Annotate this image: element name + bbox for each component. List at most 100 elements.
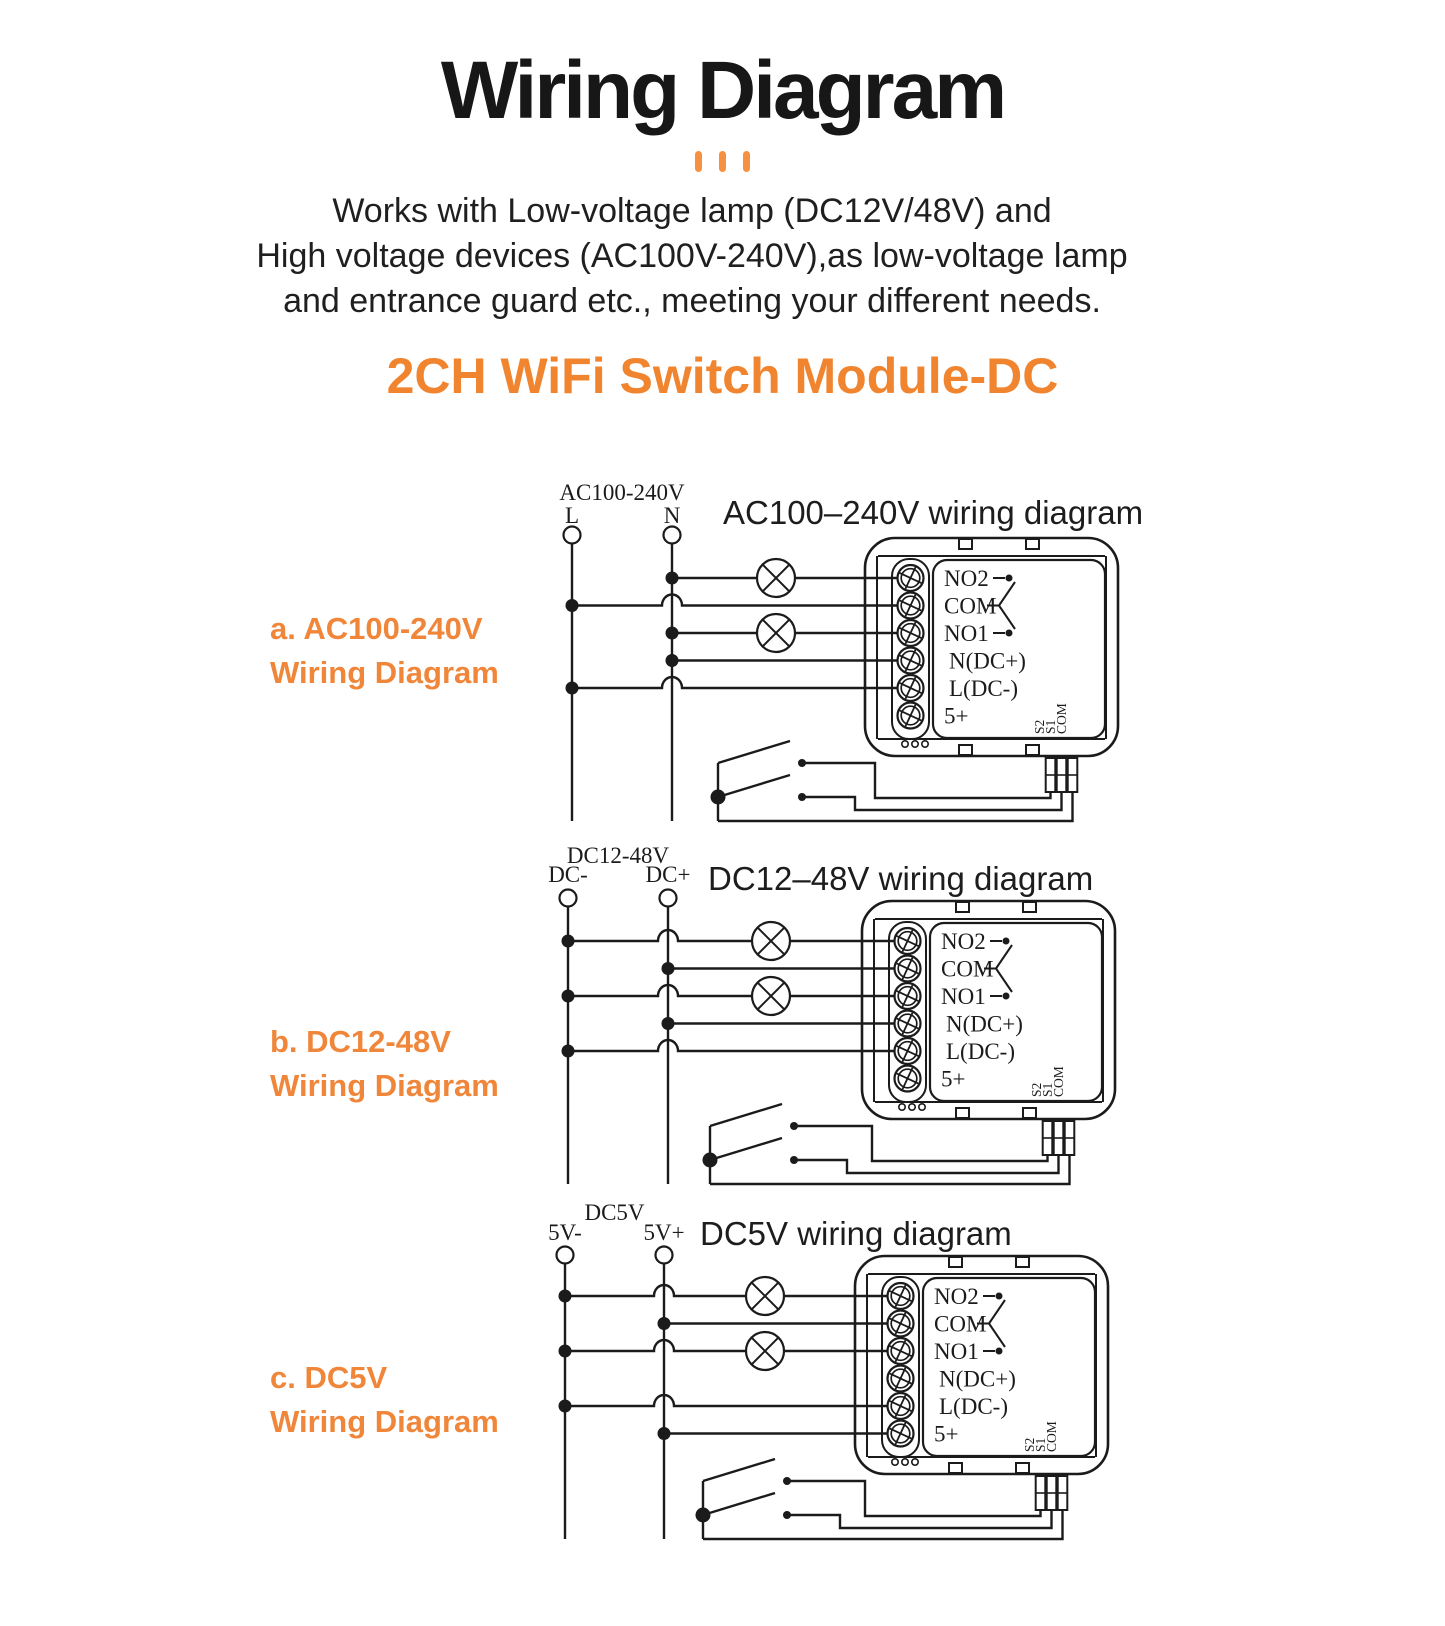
screw-inner <box>900 622 921 644</box>
terminal-label-2: NO1 <box>944 621 989 646</box>
source-junction-dot <box>661 962 675 975</box>
lamp-icon <box>755 612 797 654</box>
diagram-a: NO2COMNO1N(DC+)L(DC-)5+S2S1COMAC100-240V… <box>559 480 1143 823</box>
relay-contact-dot <box>1002 992 1010 1000</box>
signal-pin-label-1: S1 <box>1040 1083 1055 1097</box>
section-label-c: c. DC5V Wiring Diagram <box>270 1356 499 1444</box>
screw-inner <box>890 1395 911 1417</box>
screw-inner <box>900 650 921 671</box>
s1-wire <box>794 1155 1060 1175</box>
terminal-screw <box>886 1364 915 1393</box>
description-line: Works with Low-voltage lamp (DC12V/48V) … <box>332 192 1052 230</box>
row-wire-with-hop <box>572 593 911 607</box>
signal-pin-label-0: S2 <box>1032 720 1047 734</box>
vent-hole <box>890 1458 899 1467</box>
label-panel <box>931 558 1107 740</box>
lamp-cross <box>756 926 786 956</box>
source-junction-dot <box>665 571 679 585</box>
terminal-label-5: 5+ <box>944 704 968 729</box>
mounting-tab <box>1015 1462 1030 1474</box>
mounting-tab <box>948 1256 963 1268</box>
lamp-icon <box>744 1330 786 1372</box>
source-junction-dot <box>558 1289 572 1303</box>
product-subtitle: 2CH WiFi Switch Module-DC <box>386 348 1059 404</box>
lamp-cross <box>761 618 791 648</box>
connection-L-to-L(DC-) <box>565 675 911 695</box>
neg-supply-terminal <box>555 1245 575 1265</box>
terminal-screw <box>896 618 925 648</box>
terminal-screw <box>896 591 925 620</box>
vent-hole <box>917 1103 926 1112</box>
mounting-tab <box>948 1462 963 1474</box>
section-label-b: b. DC12-48V Wiring Diagram <box>270 1020 499 1108</box>
terminal-label-0: NO2 <box>944 566 989 591</box>
terminal-screw <box>896 673 925 703</box>
connection-5V+-to-COM <box>657 1317 901 1330</box>
source-junction-dot <box>565 599 579 612</box>
com-wire <box>718 792 1074 823</box>
label-panel <box>921 1276 1097 1458</box>
neg-supply-terminal <box>558 888 578 908</box>
signal-pin-label-1: S1 <box>1043 720 1058 734</box>
relay-arm <box>995 967 1013 993</box>
row-wire-with-hop <box>568 1038 908 1053</box>
supply-voltage-label: AC100-240V <box>559 480 685 505</box>
com-wire <box>710 1155 1071 1186</box>
source-junction-dot <box>657 1427 671 1440</box>
lamp-cross <box>761 563 791 593</box>
connection-N-to-NO2 <box>665 557 911 599</box>
screw-slot <box>901 984 914 1008</box>
signal-pin-label-2: COM <box>1044 1421 1059 1452</box>
screw-slot <box>904 566 917 590</box>
relay-symbol <box>977 1292 1006 1355</box>
pos-terminal-label: N <box>664 503 681 528</box>
screw-inner <box>897 985 918 1007</box>
connection-5V--to-NO2 <box>558 1275 901 1317</box>
mounting-tab <box>1015 1256 1030 1268</box>
signal-pin-label-2: COM <box>1051 1066 1066 1097</box>
source-junction-dot <box>657 1317 671 1330</box>
row-wire-with-hop <box>565 1393 901 1408</box>
terminal-label-0: NO2 <box>941 929 986 954</box>
terminal-screw <box>893 1009 922 1038</box>
terminal-screw <box>893 954 922 983</box>
neg-terminal-label: 5V- <box>548 1220 582 1245</box>
terminal-label-5: 5+ <box>934 1422 958 1447</box>
screw-inner <box>890 1313 911 1334</box>
lamp-cross <box>756 981 786 1011</box>
relay-contact-dot <box>995 1347 1003 1355</box>
screw-slot <box>904 676 917 700</box>
row-wire-with-hop <box>572 675 911 690</box>
terminal-screw <box>886 1391 915 1421</box>
source-junction-dot <box>561 934 575 948</box>
screw-inner <box>890 1285 911 1307</box>
section-label-b-line1: b. DC12-48V <box>270 1024 451 1059</box>
supply-voltage-label: DC5V <box>584 1200 644 1225</box>
mounting-tab <box>1025 744 1040 756</box>
terminal-label-2: NO1 <box>941 984 986 1009</box>
mounting-tab <box>1022 1107 1037 1119</box>
relay-contact-dot <box>1005 629 1013 637</box>
source-junction-dot <box>565 681 579 695</box>
wall-switches <box>702 1102 1071 1186</box>
signal-pin-label-2: COM <box>1054 703 1069 734</box>
dash-icon <box>695 151 702 172</box>
connection-DC--to-L(DC-) <box>561 1038 908 1058</box>
terminal-label-3: N(DC+) <box>949 649 1026 674</box>
vent-hole <box>910 739 919 748</box>
terminal-screw <box>893 981 922 1011</box>
terminal-screw <box>886 1336 915 1366</box>
screw-slot <box>901 929 914 953</box>
screw-slot <box>904 621 917 645</box>
screw-inner <box>897 1068 918 1089</box>
screw-inner <box>890 1368 911 1389</box>
source-junction-dot <box>558 1344 572 1358</box>
source-junction-dot <box>561 989 575 1003</box>
pos-terminal-label: DC+ <box>646 862 691 887</box>
vent-hole <box>897 1103 906 1112</box>
row-wire-with-hop <box>568 983 908 998</box>
relay-arm <box>998 581 1016 607</box>
source-junction-dot <box>665 626 679 640</box>
wall-switches <box>695 1457 1064 1541</box>
